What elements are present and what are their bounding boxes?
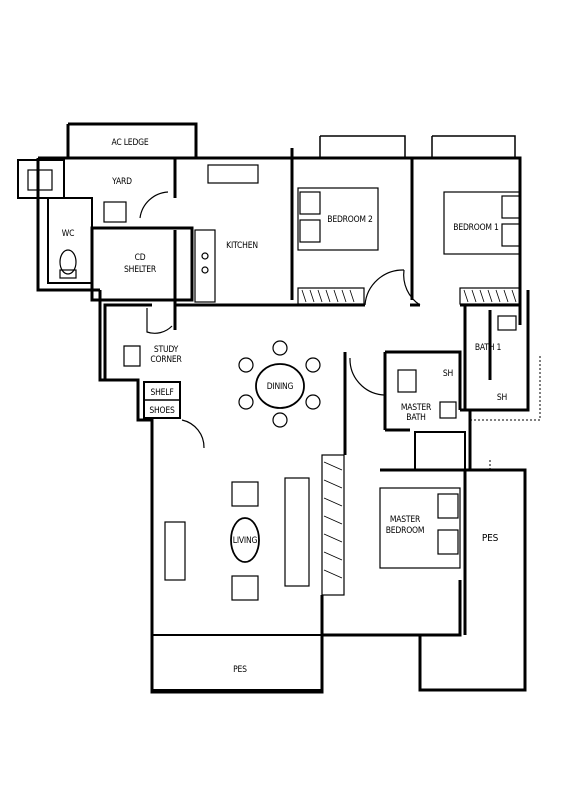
stove-burner — [201, 252, 209, 260]
right-wall-lower — [468, 290, 530, 470]
left-wall — [98, 290, 324, 694]
label-sh-master: SH — [443, 369, 453, 379]
label-sh-bath1: SH — [497, 393, 507, 403]
dining-table — [255, 363, 305, 409]
bath1-wall — [463, 305, 492, 410]
door-swings — [139, 191, 421, 449]
fixtures — [17, 159, 521, 601]
study-chair — [123, 345, 141, 367]
label-master-bedroom-2: BEDROOM — [386, 526, 425, 536]
walls — [36, 122, 541, 694]
door-study — [146, 308, 173, 334]
armchair-top — [231, 481, 259, 507]
bed1-bed — [443, 191, 521, 255]
label-pes-right: PES — [482, 533, 499, 544]
dashed-ledge — [470, 355, 541, 470]
kitchen-sink — [207, 164, 259, 184]
door-master — [349, 357, 385, 396]
label-kitchen: KITCHEN — [226, 241, 258, 251]
bed2-wardrobe — [297, 287, 365, 305]
label-shelf: SHELF — [150, 388, 173, 398]
cd-shelter-wall — [90, 226, 194, 302]
label-study-2: CORNER — [150, 355, 182, 365]
yard-wall — [36, 156, 175, 292]
label-master-bath-2: BATH — [406, 413, 425, 423]
label-dining: DINING — [267, 382, 294, 392]
label-ac-ledge: AC LEDGE — [112, 138, 149, 148]
master-bottom-wall — [322, 580, 462, 637]
door-yard — [139, 191, 169, 219]
label-yard: YARD — [111, 177, 132, 187]
master-bedroom-wall — [380, 468, 467, 635]
study-wall — [103, 303, 177, 380]
label-pes-bottom: PES — [233, 665, 247, 675]
door-bed1 — [403, 269, 421, 306]
label-bedroom-2: BEDROOM 2 — [327, 215, 373, 225]
toilet — [59, 249, 77, 275]
wardrobe-hatching — [301, 289, 517, 579]
kitchen-counter — [194, 229, 216, 303]
ac-unit — [17, 159, 65, 199]
label-master-bedroom-1: MASTER — [390, 515, 421, 525]
living-master-wall — [320, 352, 347, 635]
master-basin — [439, 401, 457, 419]
door-bed2 — [364, 269, 405, 306]
room-labels: AC LEDGE YARD WC CD SHELTER KITCHEN BEDR… — [62, 138, 508, 675]
sofa — [284, 477, 310, 587]
master-wardrobe — [321, 454, 345, 596]
label-living: LIVING — [233, 536, 258, 546]
ac-ledge-wall — [66, 122, 198, 158]
dining-chair — [238, 357, 254, 373]
bath1-basin — [497, 315, 517, 331]
bed1-wardrobe — [459, 287, 521, 305]
label-study-1: STUDY — [154, 345, 179, 355]
label-shoes: SHOES — [149, 406, 175, 416]
master-bath-wall — [383, 350, 470, 432]
bathtub — [414, 431, 466, 471]
pes-bottom-wall — [151, 634, 323, 691]
door-main — [181, 419, 205, 449]
windows — [319, 135, 516, 158]
label-master-bath-1: MASTER — [401, 403, 432, 413]
label-cd-shelter-1: CD — [135, 253, 146, 263]
label-wc: WC — [62, 229, 75, 239]
master-toilet — [397, 369, 417, 393]
label-bedroom-1: BEDROOM 1 — [453, 223, 499, 233]
label-cd-shelter-2: SHELTER — [124, 265, 157, 275]
washer — [103, 201, 127, 223]
wc-room — [47, 197, 93, 284]
pes-right-wall — [418, 468, 527, 692]
bed2-bed — [297, 187, 379, 251]
armchair-bottom — [231, 575, 259, 601]
tv-console — [164, 521, 186, 581]
master-bed — [379, 487, 461, 569]
coffee-table — [230, 517, 260, 563]
label-bath-1: BATH 1 — [475, 343, 502, 353]
